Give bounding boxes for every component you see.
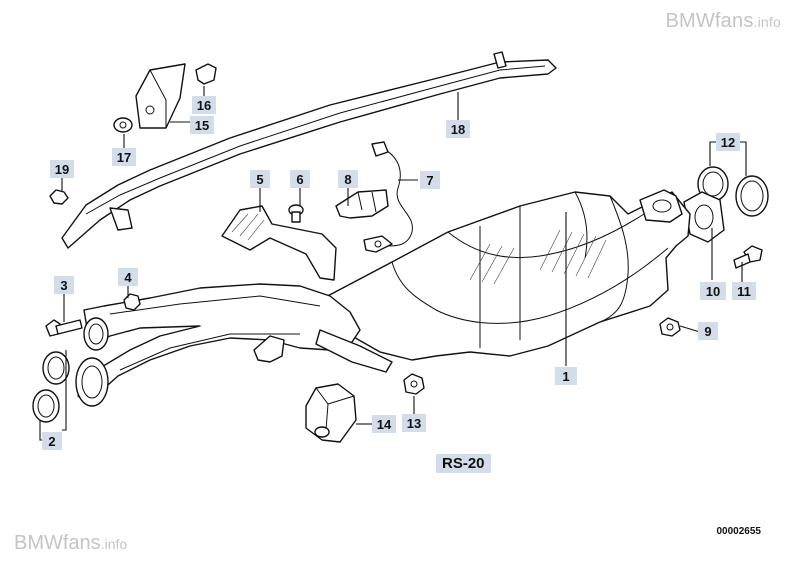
front-pipe[interactable] [75,283,393,407]
callout-17[interactable]: 17 [112,148,136,166]
nut-9[interactable] [659,317,681,337]
svg-text:14: 14 [377,417,392,432]
gasket-rings-12[interactable] [697,166,769,217]
svg-text:8: 8 [344,172,351,187]
bracket-plate[interactable] [221,205,337,281]
nut-13[interactable] [403,373,425,395]
svg-text:7: 7 [426,173,433,188]
svg-text:10: 10 [706,284,720,299]
svg-text:16: 16 [197,98,211,113]
svg-text:17: 17 [117,150,131,165]
heat-shield-strip[interactable] [61,51,557,249]
bolt-3[interactable] [45,319,83,337]
svg-text:19: 19 [55,162,69,177]
callout-7[interactable]: 7 [420,171,440,189]
svg-text:6: 6 [296,172,303,187]
bolt-11[interactable] [733,245,763,269]
svg-text:3: 3 [60,278,67,293]
callout-14[interactable]: 14 [372,415,396,433]
image-code: 00002655 [716,526,762,537]
callout-8[interactable]: 8 [338,170,358,188]
callout-2[interactable]: 2 [42,432,62,450]
svg-text:11: 11 [737,284,751,299]
callout-1[interactable]: 1 [555,367,577,385]
svg-text:5: 5 [256,172,263,187]
bolt-6[interactable] [288,204,304,223]
bracket-mount[interactable] [135,63,186,129]
svg-text:12: 12 [721,135,735,150]
callout-19[interactable]: 19 [50,160,74,178]
diagram-reference-label: RS-20 [436,454,491,473]
callout-12[interactable]: 12 [716,133,740,151]
callout-10[interactable]: 10 [700,282,726,300]
svg-text:18: 18 [451,122,465,137]
svg-text:15: 15 [195,118,209,133]
callout-3[interactable]: 3 [54,276,74,294]
nut-19[interactable] [49,189,69,205]
callout-6[interactable]: 6 [290,170,310,188]
callout-11[interactable]: 11 [732,282,756,300]
callout-18[interactable]: 18 [446,120,470,138]
callout-15[interactable]: 15 [190,116,214,134]
gaskets-2[interactable] [32,351,70,423]
nut-17[interactable] [113,117,133,133]
callout-16[interactable]: 16 [192,96,216,114]
gasket-10[interactable] [683,191,725,243]
callout-9[interactable]: 9 [698,322,718,340]
oxygen-sensor[interactable] [363,141,413,253]
rubber-mount[interactable] [305,383,357,443]
callout-labels: 1 2 3 4 5 6 7 8 9 10 11 12 13 14 15 16 1… [42,96,756,450]
catalytic-converter[interactable] [319,189,691,361]
svg-text:13: 13 [407,416,421,431]
callout-5[interactable]: 5 [250,170,270,188]
sensor-holder[interactable] [335,189,389,219]
svg-text:4: 4 [124,270,132,285]
spring-clip[interactable] [195,63,217,85]
svg-text:1: 1 [562,369,569,384]
svg-text:9: 9 [704,324,711,339]
callout-13[interactable]: 13 [402,414,426,432]
watermark-top: BMWfans.info [665,10,781,32]
callout-4[interactable]: 4 [118,268,138,286]
svg-text:2: 2 [48,434,55,449]
leader-lines [39,86,747,441]
watermark-bottom: BMWfans.info [14,532,128,554]
